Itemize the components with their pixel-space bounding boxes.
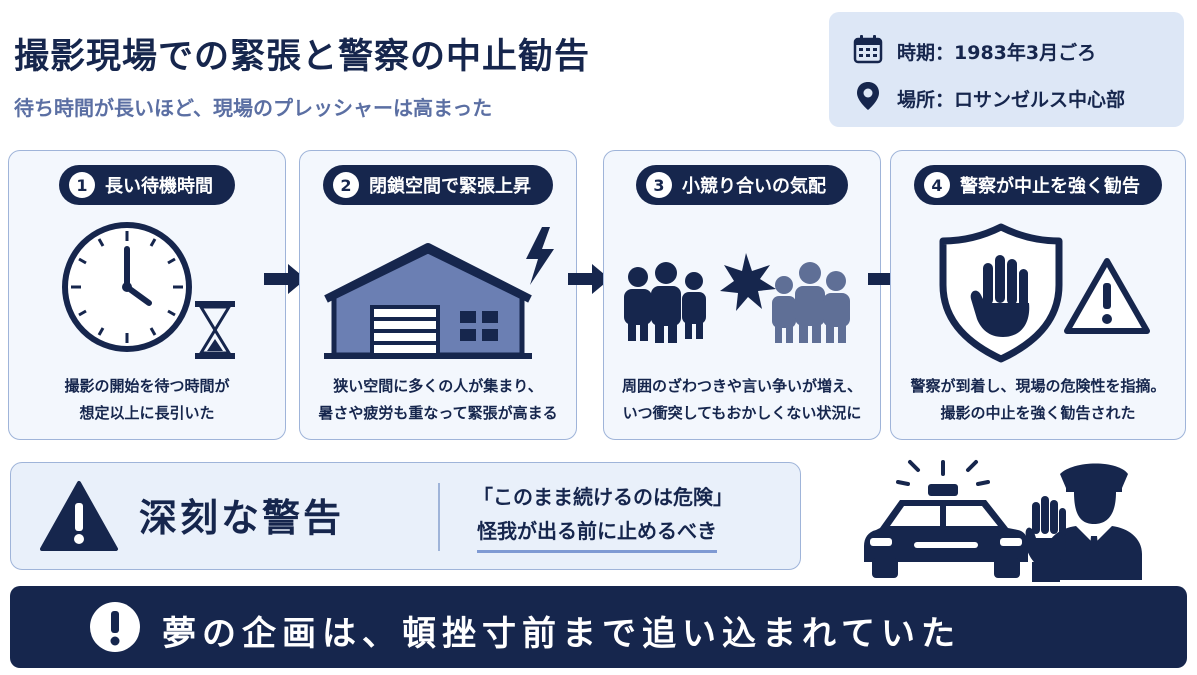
step-desc-line: 狭い空間に多くの人が集まり、 [333,377,543,395]
page-title: 撮影現場での緊張と警察の中止勧告 [14,37,591,77]
info-place: 場所：ロサンゼルス中心部 [853,80,1125,117]
step-desc-line: 撮影の開始を待つ時間が [64,377,230,395]
warning-box: 深刻な警告 「このまま続けるのは危険」 怪我が出る前に止めるべき [10,462,801,570]
conclusion-banner: 夢の企画は、頓挫寸前まで追い込まれていた [10,586,1187,668]
exclamation-icon [90,602,140,652]
step-title: 小競り合いの気配 [682,176,826,197]
step-description: 周囲のざわつきや言い争いが増え、 いつ衝突してもおかしくない状況に [604,373,880,427]
location-pin-icon [853,80,883,117]
step-description: 警察が到着し、現場の危険性を指摘。 撮影の中止を強く勧告された [891,373,1185,427]
step-header: 3 小競り合いの気配 [636,165,848,205]
step-card-1: 1 長い待機時間 撮影の開始を待つ時間が 想定以上に長引いた [8,150,286,440]
calendar-icon [853,34,883,69]
clock-hourglass-icon [62,222,235,359]
step-desc-line: 警察が到着し、現場の危険性を指摘。 [910,377,1166,395]
step-card-4: 4 警察が中止を強く勧告 警察が到着し、現場の危険性を指摘。 撮影の中止を強く勧… [890,150,1186,440]
conclusion-text: 夢の企画は、頓挫寸前まで追い込まれていた [162,614,961,654]
step-card-2: 2 閉鎖空間で緊張上昇 狭い空間に多くの人が集まり、 暑さや疲労も重なって緊張が… [299,150,577,440]
warehouse-lightning-icon [324,227,554,359]
step-desc-line: いつ衝突してもおかしくない状況に [622,404,862,422]
info-place-text: 場所：ロサンゼルス中心部 [897,89,1126,111]
page-subtitle: 待ち時間が長いほど、現場のプレッシャーは高まった [14,96,493,120]
arrow-right-icon [264,264,306,294]
step-number: 4 [924,172,950,198]
step-header: 4 警察が中止を強く勧告 [914,165,1162,205]
step-header: 2 閉鎖空間で緊張上昇 [323,165,553,205]
step-header: 1 長い待機時間 [59,165,235,205]
info-box: 時期：1983年3月ごろ 場所：ロサンゼルス中心部 [829,12,1184,127]
police-car-officer-icon [864,460,1142,582]
step-desc-line: 想定以上に長引いた [79,404,215,422]
step-number: 3 [646,172,672,198]
info-period-text: 時期：1983年3月ごろ [897,42,1097,64]
crowd-clash-icon [624,253,850,343]
info-period: 時期：1983年3月ごろ [853,34,1096,69]
step-number: 1 [69,172,95,198]
step-number: 2 [333,172,359,198]
shield-stop-hand-icon [939,223,1150,363]
step-title: 閉鎖空間で緊張上昇 [369,176,531,197]
step-desc-line: 撮影の中止を強く勧告された [940,404,1136,422]
arrow-right-icon [568,264,610,294]
step-desc-line: 暑さや疲労も重なって緊張が高まる [318,404,558,422]
step-title: 長い待機時間 [105,176,213,197]
step-desc-line: 周囲のざわつきや言い争いが増え、 [621,377,862,395]
step-description: 撮影の開始を待つ時間が 想定以上に長引いた [9,373,285,427]
warning-quote: 「このまま続けるのは危険」 [473,485,733,509]
step-title: 警察が中止を強く勧告 [960,176,1140,197]
warning-title: 深刻な警告 [139,496,345,540]
warning-quote-emphasis: 怪我が出る前に止めるべき [477,515,717,553]
step-card-3: 3 小競り合いの気配 周囲のざわつきや言い争いが増え、 いつ衝突してもおかしくな… [603,150,881,440]
warning-triangle-icon [40,481,118,551]
step-description: 狭い空間に多くの人が集まり、 暑さや疲労も重なって緊張が高まる [300,373,576,427]
divider [438,483,440,551]
